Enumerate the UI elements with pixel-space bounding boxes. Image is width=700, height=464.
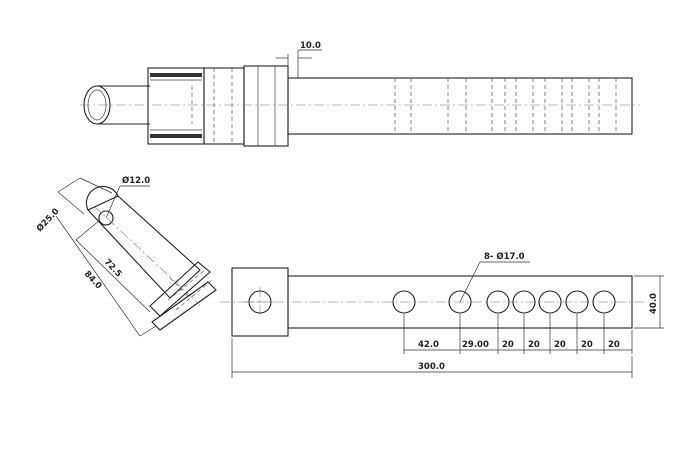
bar-hole <box>512 290 536 314</box>
top-view-bar <box>80 77 640 135</box>
dim-pitch-label: 20 <box>581 340 593 350</box>
front-view: Ø12.0 Ø25.0 72.5 84.0 8- Ø17.0 <box>34 175 664 378</box>
top-view-collar <box>203 65 289 147</box>
top-view: 10.0 <box>80 41 640 147</box>
bar-hole <box>592 290 616 314</box>
dim-pitch-label: 20 <box>554 340 566 350</box>
dim-pin-hole: Ø12.0 <box>105 175 150 219</box>
dim-hole-callout: 8- Ø17.0 <box>459 251 530 303</box>
dim-second-hole-label: 29.00 <box>462 340 489 350</box>
bar-hole <box>565 290 589 314</box>
dim-bar-height-label: 40.0 <box>649 293 659 314</box>
bar-hole <box>486 290 510 314</box>
dim-arm-width-label: Ø25.0 <box>34 206 61 234</box>
dim-thickness-label: 10.0 <box>300 41 321 51</box>
dim-pitch-label: 20 <box>608 340 620 350</box>
dim-hole-callout-label: 8- Ø17.0 <box>484 251 525 262</box>
dim-pitch-label: 20 <box>528 340 540 350</box>
dim-overall-length: 300.0 <box>231 338 633 378</box>
dim-arm-length: 84.0 <box>55 215 157 337</box>
dim-first-hole-label: 42.0 <box>418 340 439 350</box>
front-view-bar <box>220 275 645 329</box>
dim-pitch-label: 20 <box>502 340 514 350</box>
top-view-thickness-dimension: 10.0 <box>276 41 322 78</box>
dim-pin-center: 72.5 <box>75 219 151 313</box>
dim-bar-height: 40.0 <box>634 275 664 329</box>
bar-hole <box>448 290 472 314</box>
top-view-pin <box>83 85 150 125</box>
dim-pin-hole-label: Ø12.0 <box>122 175 150 186</box>
top-view-clevis <box>147 67 205 145</box>
front-view-angled-arm <box>85 185 217 331</box>
dim-hole-spacing: 42.0 29.00 20 20 20 20 20 <box>403 314 633 354</box>
dim-overall-length-label: 300.0 <box>418 362 445 372</box>
bar-hole <box>392 290 416 314</box>
bar-hole <box>538 290 562 314</box>
dim-arm-length-label: 84.0 <box>82 269 104 291</box>
